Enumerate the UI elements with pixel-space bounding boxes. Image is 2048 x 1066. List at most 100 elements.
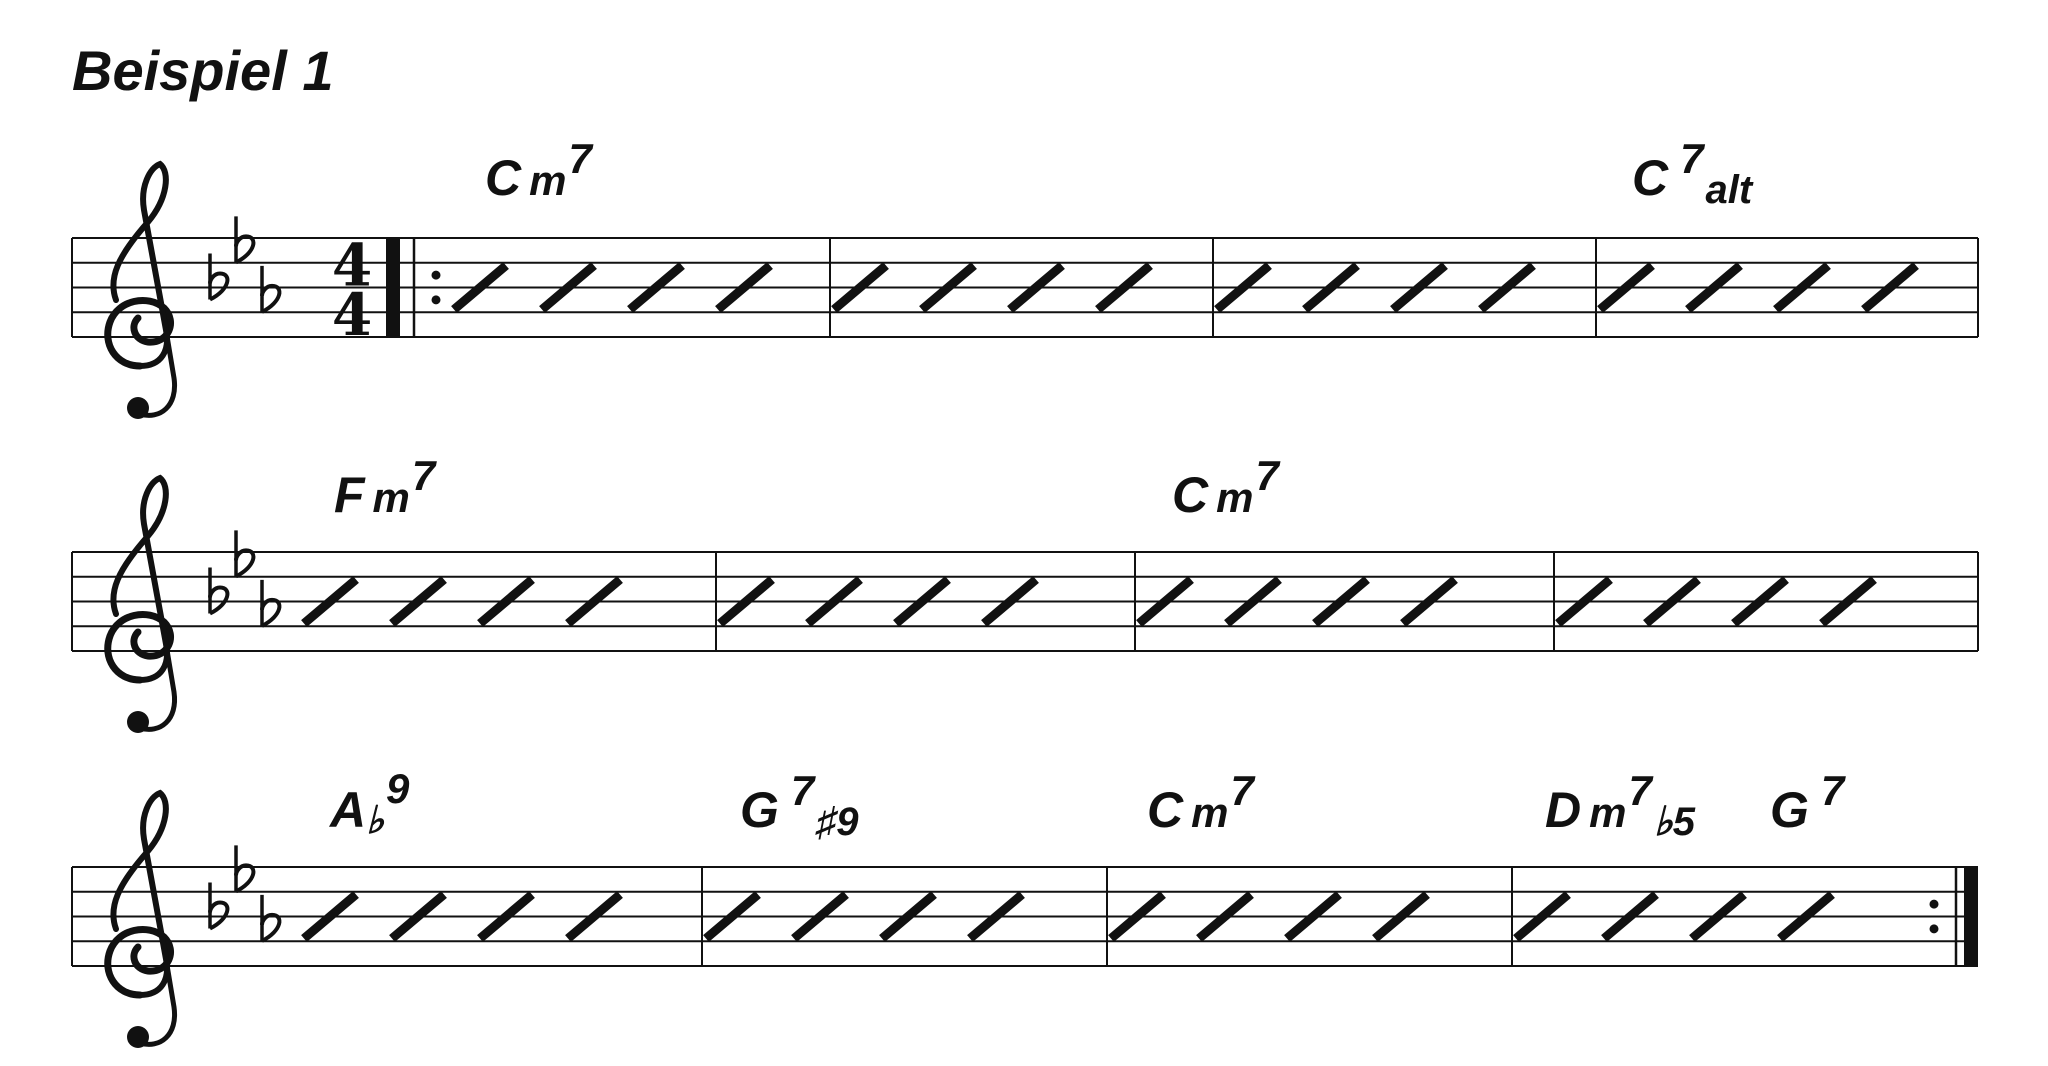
rhythm-slash bbox=[1689, 891, 1747, 942]
rhythm-slash bbox=[1685, 262, 1743, 313]
chord-root: F bbox=[334, 467, 366, 523]
chord-extension: 7 bbox=[1230, 767, 1255, 814]
chord-quality: m bbox=[529, 157, 566, 204]
rhythm-slash bbox=[1601, 891, 1659, 942]
rhythm-slash bbox=[1555, 576, 1613, 627]
rhythm-slash bbox=[477, 891, 535, 942]
rhythm-slash bbox=[389, 576, 447, 627]
rhythm-slash bbox=[1302, 262, 1360, 313]
repeat-dot bbox=[431, 295, 441, 305]
chord-root: D bbox=[1545, 782, 1581, 838]
rhythm-slash bbox=[1513, 891, 1571, 942]
rhythm-slash bbox=[1777, 891, 1835, 942]
treble-clef-dot bbox=[127, 1026, 149, 1048]
end-repeat-thick-bar bbox=[1964, 867, 1978, 966]
rhythm-slash bbox=[1136, 576, 1194, 627]
rhythm-slash bbox=[715, 262, 773, 313]
chord-extension: 9 bbox=[386, 765, 410, 812]
chord-alteration: ♭5 bbox=[1654, 800, 1696, 844]
rhythm-slash bbox=[627, 262, 685, 313]
rhythm-slash bbox=[879, 891, 937, 942]
flat-bowl bbox=[260, 283, 282, 314]
rhythm-slash bbox=[1861, 262, 1919, 313]
chord-quality: m bbox=[1216, 474, 1253, 521]
rhythm-slash bbox=[1597, 262, 1655, 313]
rhythm-slash bbox=[1196, 891, 1254, 942]
chord-quality: m bbox=[1589, 789, 1626, 836]
rhythm-slash bbox=[1478, 262, 1536, 313]
flat-bowl bbox=[208, 900, 230, 931]
chord-root: G bbox=[1770, 782, 1809, 838]
chord-quality: ♭ bbox=[366, 800, 385, 842]
chord-extension: 7 bbox=[1821, 767, 1846, 814]
start-repeat-thick-bar bbox=[386, 238, 400, 337]
chord-extension: 7 bbox=[1255, 452, 1280, 499]
rhythm-slash bbox=[703, 891, 761, 942]
rhythm-slash bbox=[1400, 576, 1458, 627]
rhythm-slash bbox=[1819, 576, 1877, 627]
chord-quality: m bbox=[373, 474, 410, 521]
rhythm-slash bbox=[1108, 891, 1166, 942]
rhythm-slash bbox=[565, 576, 623, 627]
rhythm-slash bbox=[1643, 576, 1701, 627]
rhythm-slash bbox=[805, 576, 863, 627]
chord-symbol: A♭9 bbox=[328, 765, 410, 842]
rhythm-slash bbox=[981, 576, 1039, 627]
chord-root: C bbox=[1172, 467, 1209, 523]
rhythm-slash bbox=[1372, 891, 1430, 942]
chord-alteration: ♯9 bbox=[815, 800, 859, 844]
chord-extension: 7 bbox=[1628, 767, 1653, 814]
flat-bowl bbox=[208, 271, 230, 302]
rhythm-slash bbox=[1773, 262, 1831, 313]
rhythm-slash bbox=[1095, 262, 1153, 313]
repeat-dot bbox=[1929, 899, 1939, 909]
rhythm-slash bbox=[389, 891, 447, 942]
flat-bowl bbox=[260, 912, 282, 943]
rhythm-slash bbox=[1284, 891, 1342, 942]
repeat-dot bbox=[1929, 924, 1939, 934]
chord-root: C bbox=[1147, 782, 1184, 838]
chord-alteration: alt bbox=[1705, 168, 1753, 212]
chord-extension: 7 bbox=[412, 452, 437, 499]
treble-clef-tail bbox=[137, 641, 178, 732]
rhythm-slash bbox=[893, 576, 951, 627]
repeat-dot bbox=[431, 270, 441, 280]
rhythm-slash bbox=[565, 891, 623, 942]
flat-bowl bbox=[234, 234, 256, 265]
treble-clef-dot bbox=[127, 397, 149, 419]
rhythm-slash bbox=[301, 576, 359, 627]
rhythm-slash bbox=[1214, 262, 1272, 313]
rhythm-slash bbox=[1007, 262, 1065, 313]
flat-bowl bbox=[234, 548, 256, 579]
treble-clef-tail bbox=[137, 956, 178, 1047]
chord-root: G bbox=[740, 782, 779, 838]
chord-extension: 7 bbox=[568, 135, 593, 182]
rhythm-slash bbox=[919, 262, 977, 313]
flat-bowl bbox=[208, 585, 230, 616]
rhythm-slash bbox=[1224, 576, 1282, 627]
treble-clef-dot bbox=[127, 711, 149, 733]
rhythm-slash bbox=[831, 262, 889, 313]
treble-clef-tail bbox=[137, 327, 178, 418]
rhythm-slash bbox=[1731, 576, 1789, 627]
rhythm-slash bbox=[301, 891, 359, 942]
example-title: Beispiel 1 bbox=[72, 39, 334, 102]
chord-extension: 7 bbox=[1680, 135, 1705, 182]
chord-extension: 7 bbox=[791, 767, 816, 814]
rhythm-slash bbox=[477, 576, 535, 627]
chord-root: C bbox=[1632, 150, 1669, 206]
rhythm-slash bbox=[791, 891, 849, 942]
rhythm-slash bbox=[967, 891, 1025, 942]
flat-bowl bbox=[260, 597, 282, 628]
flat-bowl bbox=[234, 863, 256, 894]
rhythm-slash bbox=[539, 262, 597, 313]
